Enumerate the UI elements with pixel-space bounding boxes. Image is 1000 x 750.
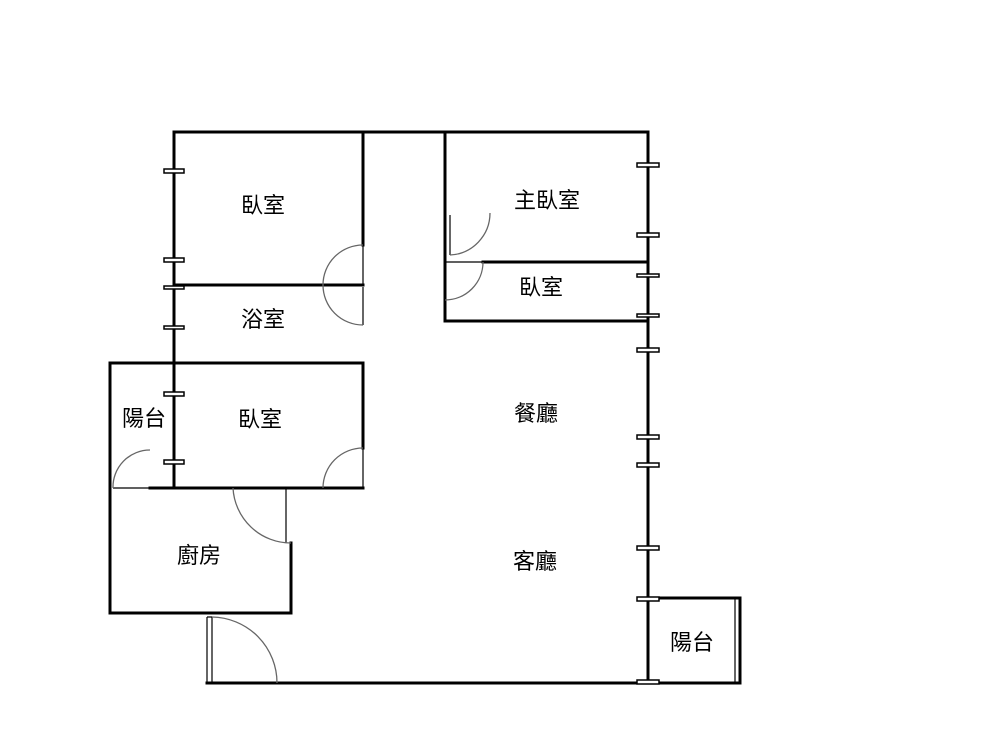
- doors: [112, 212, 491, 684]
- room-label-balcony: 陽台: [122, 407, 166, 432]
- room-label-bedroom: 臥室: [241, 194, 285, 219]
- room-label-dining-room: 餐廳: [514, 402, 558, 427]
- room-label-bedroom: 臥室: [238, 408, 282, 433]
- room-label-bedroom: 臥室: [519, 276, 563, 301]
- room-label-kitchen: 廚房: [177, 544, 221, 569]
- room-label-master-bedroom: 主臥室: [514, 189, 580, 214]
- windows: [163, 162, 660, 685]
- room-label-balcony: 陽台: [670, 631, 714, 656]
- room-label-bathroom: 浴室: [241, 308, 285, 333]
- room-labels: 臥室 浴室 臥室 陽台 廚房 主臥室 臥室 餐廳 客廳 陽台: [122, 189, 714, 656]
- room-label-living-room: 客廳: [513, 550, 557, 575]
- walls: [108, 130, 742, 685]
